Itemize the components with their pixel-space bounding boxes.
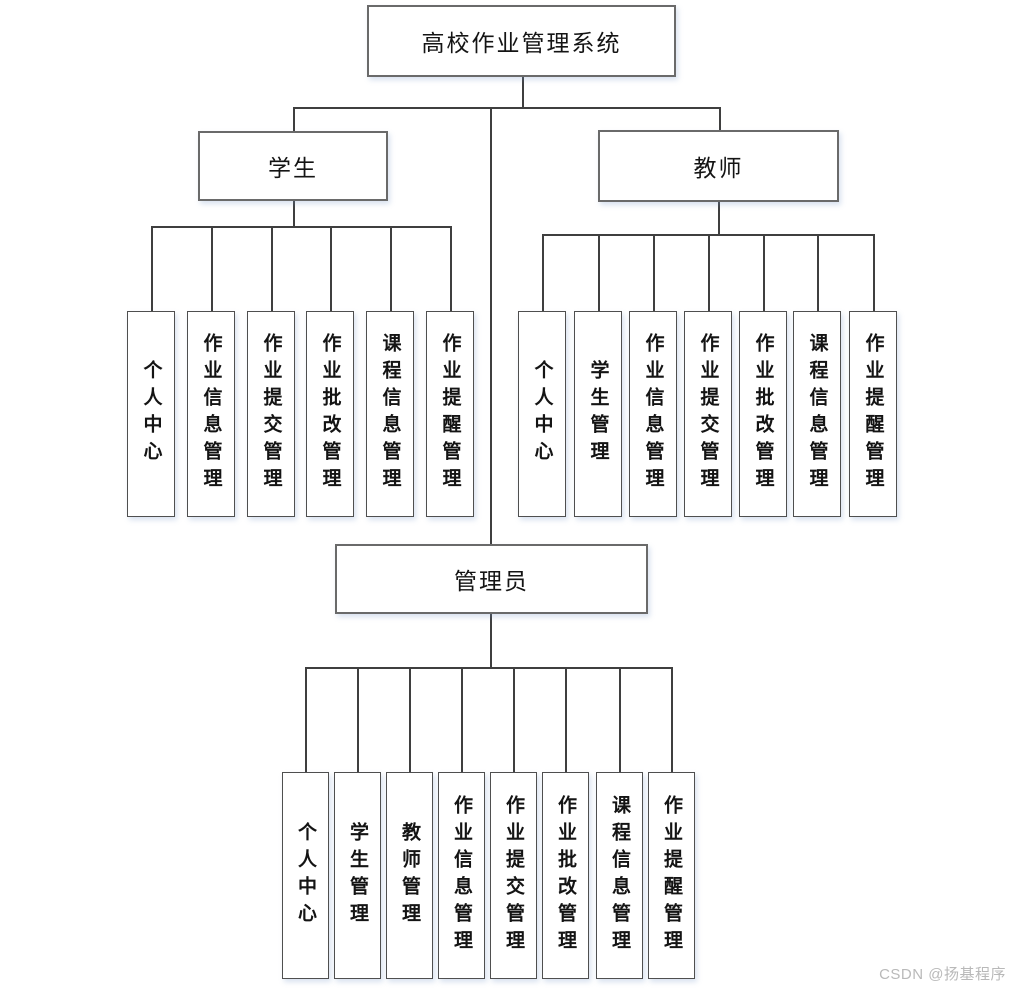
node-teacher-student-management: 学生管理: [574, 311, 622, 517]
connector-level1-bus: [293, 107, 719, 109]
node-admin-homework-grading-management: 作业批改管理: [542, 772, 589, 979]
node-teacher-personal-center: 个人中心: [518, 311, 566, 517]
connector-root-stub: [522, 77, 524, 107]
connector-drop-teacher: [719, 107, 721, 131]
connector-student-drop-5: [390, 226, 392, 311]
node-teacher-homework-reminder-management: 作业提醒管理: [849, 311, 897, 517]
connector-student-drop-3: [271, 226, 273, 311]
connector-teacher-drop-7: [873, 234, 875, 311]
node-admin-label: 管理员: [454, 568, 529, 594]
node-admin-teacher-management: 教师管理: [386, 772, 433, 979]
connector-admin-drop-6: [565, 667, 567, 772]
connector-student-drop-1: [151, 226, 153, 311]
connector-admin-drop-3: [409, 667, 411, 772]
connector-admin-drop-5: [513, 667, 515, 772]
node-root-system: 高校作业管理系统: [367, 5, 676, 77]
connector-admin-bus: [305, 667, 672, 669]
node-admin-course-info-management: 课程信息管理: [596, 772, 643, 979]
node-teacher-homework-info-management: 作业信息管理: [629, 311, 677, 517]
connector-admin-drop-8: [671, 667, 673, 772]
node-root-label: 高校作业管理系统: [421, 30, 622, 56]
connector-admin-drop-2: [357, 667, 359, 772]
node-student-homework-info-management: 作业信息管理: [187, 311, 235, 517]
node-admin-student-management: 学生管理: [334, 772, 381, 979]
node-teacher: 教师: [598, 130, 839, 202]
node-teacher-homework-grading-management: 作业批改管理: [739, 311, 787, 517]
node-student: 学生: [198, 131, 388, 201]
connector-student-drop-6: [450, 226, 452, 311]
connector-teacher-drop-4: [708, 234, 710, 311]
connector-admin-drop-4: [461, 667, 463, 772]
node-teacher-label: 教师: [693, 155, 744, 181]
connector-admin-stub: [490, 614, 492, 667]
connector-drop-student: [293, 107, 295, 132]
node-student-label: 学生: [268, 155, 318, 181]
node-student-homework-grading-management: 作业批改管理: [306, 311, 354, 517]
node-student-homework-submission-management: 作业提交管理: [247, 311, 295, 517]
node-student-homework-reminder-management: 作业提醒管理: [426, 311, 474, 517]
node-admin: 管理员: [335, 544, 648, 614]
connector-teacher-drop-3: [653, 234, 655, 311]
connector-admin-drop-1: [305, 667, 307, 772]
node-student-course-info-management: 课程信息管理: [366, 311, 414, 517]
connector-teacher-drop-5: [763, 234, 765, 311]
connector-admin-drop-7: [619, 667, 621, 772]
connector-student-bus: [151, 226, 450, 228]
connector-drop-admin: [490, 107, 492, 544]
connector-teacher-stub: [718, 202, 720, 234]
connector-teacher-drop-1: [542, 234, 544, 311]
node-admin-personal-center: 个人中心: [282, 772, 329, 979]
connector-teacher-drop-2: [598, 234, 600, 311]
node-admin-homework-submission-management: 作业提交管理: [490, 772, 537, 979]
node-teacher-course-info-management: 课程信息管理: [793, 311, 841, 517]
csdn-watermark: CSDN @扬基程序: [879, 966, 1006, 983]
connector-student-stub: [293, 201, 295, 226]
connector-student-drop-2: [211, 226, 213, 311]
connector-teacher-drop-6: [817, 234, 819, 311]
connector-teacher-bus: [542, 234, 873, 236]
node-teacher-homework-submission-management: 作业提交管理: [684, 311, 732, 517]
connector-student-drop-4: [330, 226, 332, 311]
node-student-personal-center: 个人中心: [127, 311, 175, 517]
node-admin-homework-reminder-management: 作业提醒管理: [648, 772, 695, 979]
node-admin-homework-info-management: 作业信息管理: [438, 772, 485, 979]
